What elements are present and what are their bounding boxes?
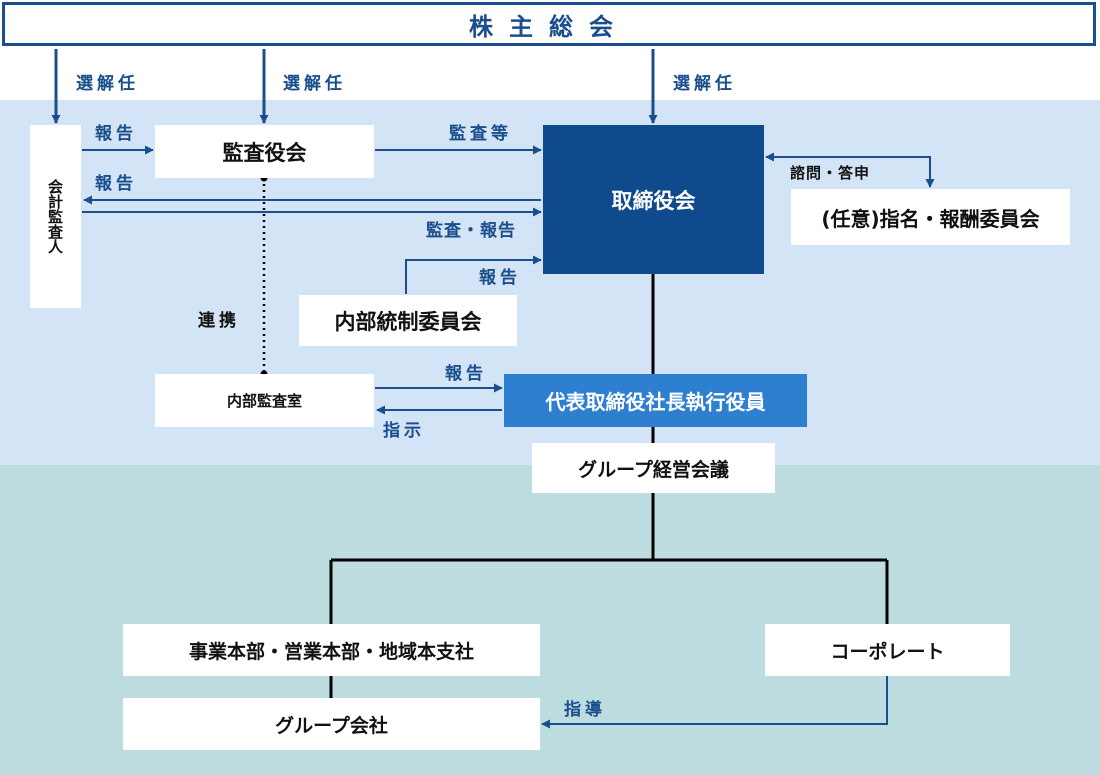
audit-board-box: 監査役会 — [155, 125, 374, 178]
appoint-label-board: 選解任 — [673, 74, 736, 94]
audit-report-label: 監査・報告 — [426, 221, 516, 241]
appoint-label-audit-board: 選解任 — [283, 74, 346, 94]
guidance-arrow — [541, 676, 888, 729]
consult-reply-label: 諮問・答申 — [790, 164, 871, 182]
accounting-auditor-box: 会計監査人 — [30, 125, 81, 308]
report-label-internal-control: 報告 — [479, 268, 521, 288]
internal-control-committee-box: 内部統制委員会 — [299, 295, 517, 346]
appoint-label-auditor: 選解任 — [76, 74, 139, 94]
report-arrow-internal-control — [405, 255, 542, 294]
group-management-meeting-box: グループ経営会議 — [532, 443, 775, 493]
audit-etc-label: 監査等 — [449, 124, 512, 144]
report-label-to-auditor: 報告 — [95, 174, 137, 194]
instruction-label: 指示 — [383, 421, 425, 441]
report-label-to-audit-board: 報告 — [95, 124, 137, 144]
guidance-label: 指導 — [564, 700, 606, 720]
corporate-box: コーポレート — [765, 624, 1010, 676]
board-of-directors-box: 取締役会 — [543, 125, 764, 274]
report-label-to-ceo: 報告 — [445, 364, 487, 384]
internal-audit-office-box: 内部監査室 — [155, 374, 374, 427]
cooperation-label: 連携 — [198, 311, 240, 331]
shareholders-meeting-box: 株主総会 — [2, 2, 1096, 46]
consult-reply-arrow — [765, 152, 935, 188]
business-divisions-box: 事業本部・営業本部・地域本支社 — [123, 624, 540, 676]
nomination-committee-box: (任意)指名・報酬委員会 — [791, 189, 1070, 245]
group-companies-box: グループ会社 — [123, 698, 540, 750]
ceo-box: 代表取締役社長執行役員 — [504, 374, 807, 427]
